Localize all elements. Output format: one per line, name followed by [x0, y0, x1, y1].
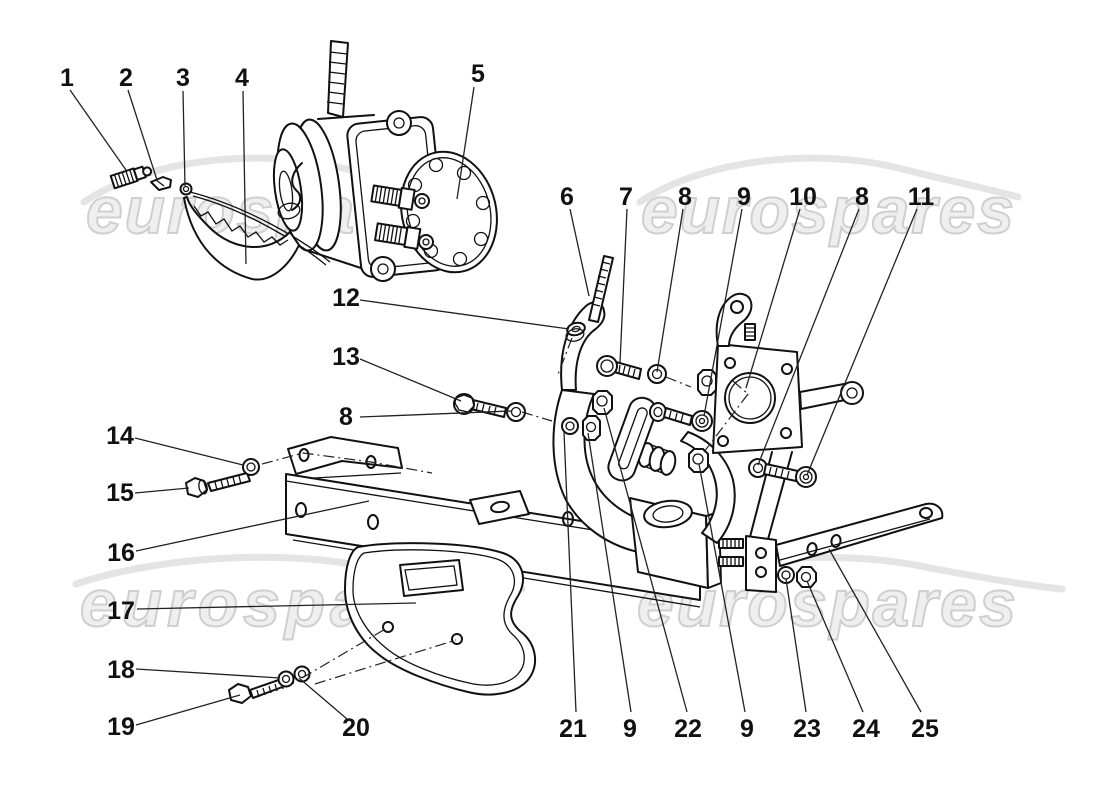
callout-7: 7 [619, 183, 633, 211]
callout-11: 11 [908, 183, 935, 211]
bolt-13 [453, 393, 507, 418]
callout-24: 24 [852, 715, 880, 743]
leader-line-12 [359, 299, 570, 330]
leader-line-18 [135, 668, 281, 679]
bolt-15 [185, 472, 251, 498]
leader-line-5 [456, 86, 475, 200]
callout-8: 8 [855, 183, 869, 211]
leader-line-15 [134, 487, 190, 494]
port-fitting [370, 184, 416, 211]
leader-line-4 [242, 90, 247, 265]
leader-line-9 [703, 208, 743, 417]
watermark-swoosh [636, 154, 1022, 206]
bolt-11 [763, 463, 817, 488]
leader-line-8 [656, 208, 684, 373]
callout-9: 9 [737, 183, 751, 211]
leader-line-6 [569, 208, 590, 297]
callout-17: 17 [107, 597, 135, 625]
stud-6 [588, 255, 614, 323]
cover-drawing [344, 542, 536, 696]
callout-20: 20 [342, 714, 370, 742]
leader-line-17 [136, 602, 417, 610]
leader-line-10 [745, 208, 801, 389]
callout-3: 3 [176, 64, 190, 92]
leader-line-8 [757, 208, 860, 466]
callout-4: 4 [235, 64, 249, 92]
leader-line-21 [563, 431, 577, 713]
nut-22 [592, 390, 613, 415]
leader-line-7 [619, 208, 628, 364]
callout-21: 21 [559, 715, 587, 743]
leader-line-9 [698, 463, 746, 713]
washer-20 [293, 665, 311, 683]
callout-22: 22 [674, 715, 702, 743]
washer-8c [506, 402, 526, 422]
callout-9: 9 [740, 715, 754, 743]
callout-9: 9 [623, 715, 637, 743]
washer-8a [647, 364, 667, 384]
callout-16: 16 [107, 539, 135, 567]
leader-line-2 [127, 89, 158, 181]
leader-line-8 [359, 410, 512, 418]
nut-9b [688, 448, 709, 473]
belt-guard-drawing [183, 191, 331, 281]
leader-line-19 [135, 694, 241, 726]
slotted-strap [607, 396, 657, 482]
bolt-9 [649, 402, 713, 432]
callout-6: 6 [560, 183, 574, 211]
leader-line-20 [298, 677, 348, 720]
callout-8: 8 [678, 183, 692, 211]
port-fitting [374, 222, 422, 250]
support-arm-drawing [745, 502, 944, 593]
centerline-layer [261, 337, 750, 685]
compressor-drawing [272, 40, 498, 282]
callout-14: 14 [106, 422, 134, 450]
leader-line-25 [828, 548, 922, 713]
callout-18: 18 [107, 656, 135, 684]
callout-13: 13 [332, 343, 360, 371]
washer-14 [242, 458, 260, 476]
nut-9a [582, 415, 601, 441]
leader-line-3 [182, 90, 186, 187]
leader-line-14 [134, 437, 244, 466]
callout-19: 19 [107, 713, 135, 741]
callout-8: 8 [339, 403, 353, 431]
callout-1: 1 [60, 64, 74, 92]
callout-23: 23 [793, 715, 821, 743]
center-bracket-drawing [552, 292, 864, 589]
watermark-text: eurospares [641, 173, 1013, 247]
callout-15: 15 [106, 479, 134, 507]
nut-plate [697, 369, 717, 396]
bolt-7 [596, 355, 642, 380]
callout-12: 12 [332, 284, 360, 312]
leader-line-23 [785, 578, 807, 713]
callout-10: 10 [789, 183, 817, 211]
washer-18 [277, 670, 295, 688]
fitting-parts [109, 165, 193, 196]
leader-line-9 [587, 432, 632, 713]
hardware-drawing [185, 255, 817, 704]
callout-5: 5 [471, 60, 485, 88]
leader-line-13 [359, 358, 462, 402]
stud-pair [718, 538, 744, 567]
leader-line-22 [603, 407, 688, 713]
leader-line-1 [69, 89, 127, 171]
leader-line-24 [806, 580, 864, 713]
leader-line-11 [806, 208, 918, 476]
callout-25: 25 [911, 715, 939, 743]
nut-24 [796, 566, 817, 588]
washer-21 [561, 417, 579, 435]
leader-line-16 [135, 500, 370, 552]
callout-2: 2 [119, 64, 133, 92]
washer-12 [565, 321, 586, 342]
